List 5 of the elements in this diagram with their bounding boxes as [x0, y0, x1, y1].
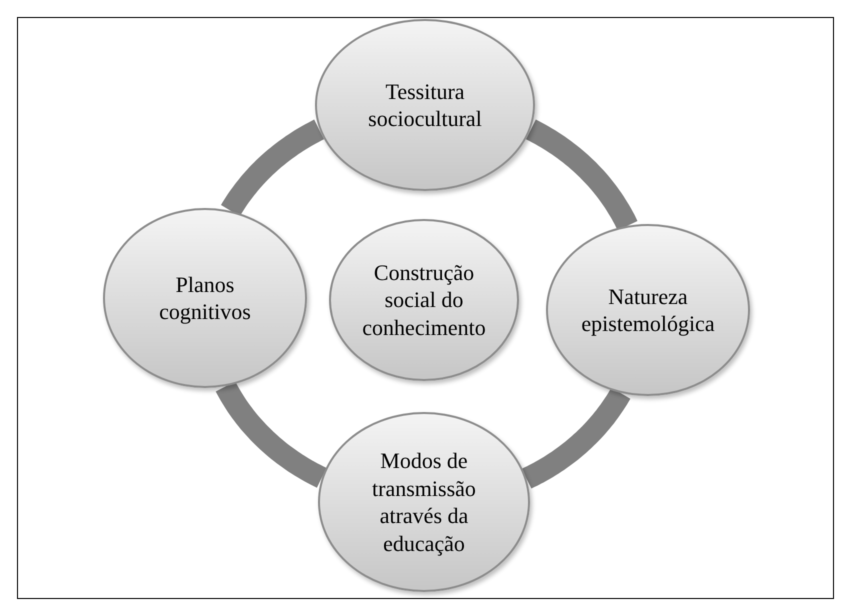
node-label: Construção social do conhecimento: [361, 258, 487, 342]
node-label: Natureza epistemológica: [580, 282, 716, 338]
node-label: Planos cognitivos: [158, 270, 252, 326]
node-label: Modos de transmissão através da educação: [371, 447, 477, 557]
node-label: Tessitura sociocultural: [367, 78, 483, 132]
